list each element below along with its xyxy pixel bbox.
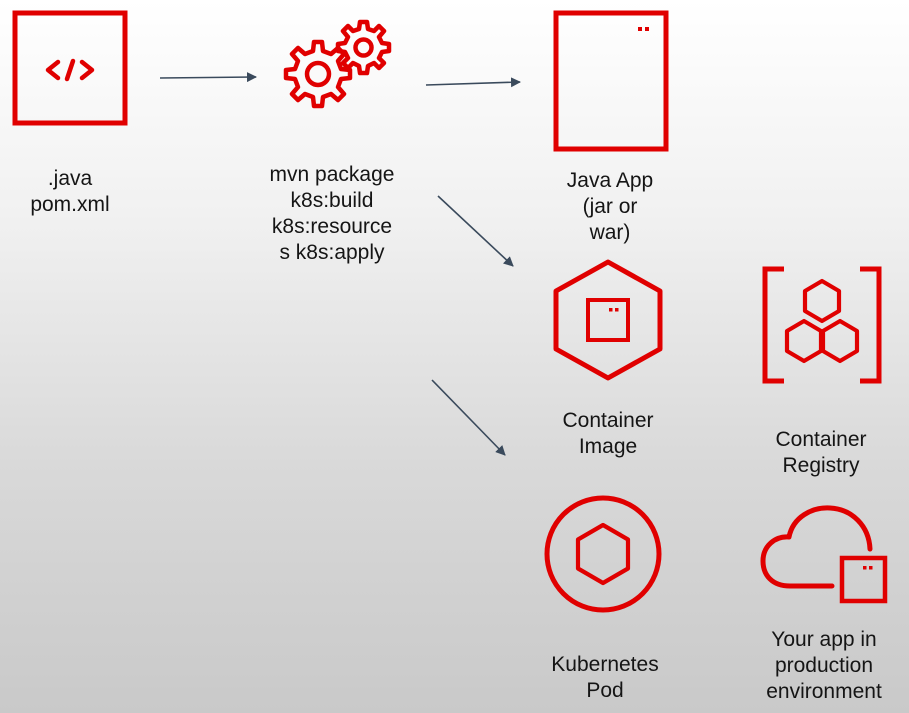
kubernetes-pod-icon — [543, 494, 663, 614]
gears-icon — [268, 19, 396, 130]
build-label: mvn package k8s:build k8s:resource s k8s… — [269, 163, 395, 264]
arrow-build-to-app — [425, 77, 521, 88]
production-label: Your app in production environment — [766, 628, 882, 703]
image-label: Container Image — [562, 409, 654, 458]
code-file-icon — [12, 10, 128, 126]
container-registry-icon — [762, 266, 882, 384]
arrow-build-to-pod — [431, 379, 506, 456]
app-label: Java App (jar or war) — [566, 169, 654, 244]
source-label: .java pom.xml — [30, 167, 110, 216]
registry-label: Container Registry — [775, 428, 867, 477]
cloud-app-icon — [760, 505, 890, 609]
arrow-source-to-build — [159, 72, 257, 83]
container-image-icon — [548, 258, 668, 382]
application-window-icon — [553, 10, 669, 152]
pod-label: Kubernetes Pod — [551, 653, 659, 702]
arrow-build-to-image — [437, 195, 514, 267]
